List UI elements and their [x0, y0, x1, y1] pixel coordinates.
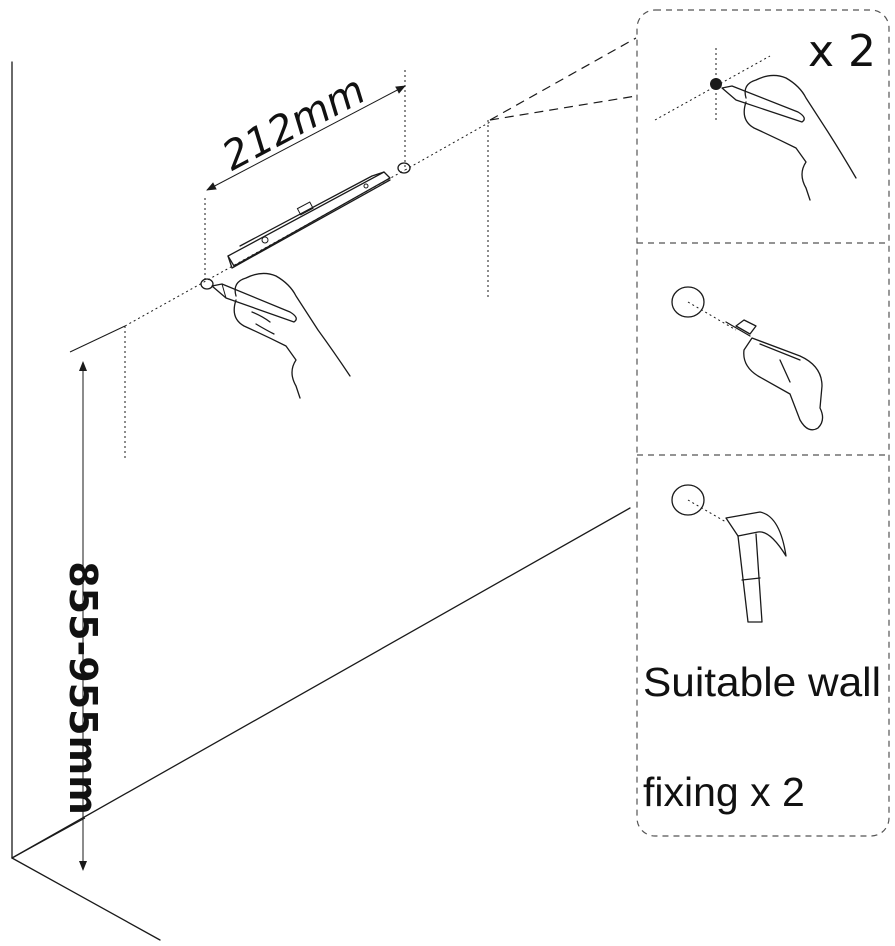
- left-mark: [200, 278, 214, 290]
- hand-pencil-icon: [721, 74, 857, 201]
- panel-marking-step: x 2: [654, 26, 876, 201]
- panel-fixing-step: Suitable wall fixing x 2: [643, 484, 881, 815]
- height-label: 855-955mm: [61, 561, 105, 815]
- tools-panel: [636, 9, 890, 837]
- spacing-dimension: 212mm: [206, 67, 406, 191]
- spirit-level-icon: [227, 171, 391, 269]
- wall-outline: [11, 61, 631, 941]
- hammer-icon: [725, 511, 787, 623]
- hand-pencil-icon: [211, 272, 351, 399]
- fixing-line1: Suitable wall: [643, 659, 881, 705]
- panel-drilling-step: [671, 286, 824, 431]
- height-dimension: 855-955mm: [61, 325, 126, 871]
- spacing-label: 212mm: [215, 67, 373, 180]
- right-mark: [397, 162, 411, 174]
- zoom-callout-lines: [489, 37, 637, 121]
- mark-dot: [710, 78, 722, 90]
- mark-count-label: x 2: [808, 26, 876, 77]
- drill-icon: [725, 319, 824, 431]
- fixing-line2: fixing x 2: [643, 769, 805, 815]
